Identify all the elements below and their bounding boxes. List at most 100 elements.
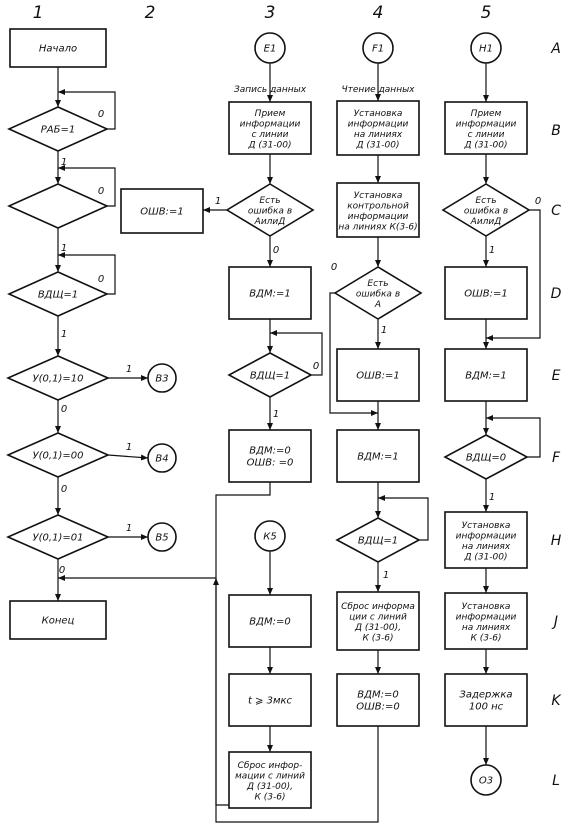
column-header: 3 [265, 3, 276, 23]
node-y01: У(0,1)=01 [6, 514, 110, 560]
node-text: В3 [155, 374, 168, 385]
node-box [336, 348, 420, 402]
node-text: АилиД [470, 217, 502, 227]
node-diamond [7, 183, 109, 229]
node-oshv_c2: ОШВ:=1 [120, 188, 204, 234]
node-text: на линиях К(3-6) [338, 222, 417, 232]
node-box [9, 600, 107, 640]
node-connector-circle [147, 363, 177, 393]
node-text: информации [348, 119, 409, 129]
edge-label-rab_yes: 1 [61, 157, 67, 168]
connector-8 [58, 165, 116, 207]
node-text: Установка [354, 109, 403, 119]
node-box [228, 673, 312, 727]
node-text: ВДМ:=1 [249, 289, 290, 300]
row-label: A [550, 41, 561, 57]
edge-label-c5_err_yes: 1 [489, 245, 495, 256]
section-label-read: Чтение данных [341, 85, 415, 95]
node-text: ошибка в [356, 290, 400, 300]
node-text: на линиях [354, 130, 403, 140]
node-connector-circle [147, 522, 177, 552]
node-text: Д (31-00) [463, 140, 507, 150]
edge-label-y00_yes: 1 [126, 442, 132, 453]
node-text: Прием [471, 109, 502, 119]
node-c3_vdsh: ВДЩ=1 [227, 352, 313, 398]
node-text: Д (31-00) [247, 140, 291, 150]
node-box [336, 100, 420, 156]
node-diamond [6, 432, 110, 478]
node-text: информации [348, 212, 409, 222]
node-h1: Н1 [470, 32, 502, 64]
edge-label-y10_yes: 1 [126, 364, 132, 375]
node-text: Есть [259, 196, 280, 206]
node-k5: К5 [254, 520, 286, 552]
row-label: L [552, 773, 560, 789]
node-text: А [374, 300, 381, 310]
node-c4_vdsh: ВДЩ=1 [335, 517, 421, 563]
node-diamond [7, 271, 109, 317]
node-text: Н1 [479, 44, 493, 55]
node-text: Сброс инфор- [238, 761, 303, 771]
node-text: информации [240, 119, 301, 129]
node-end: Конец [9, 600, 107, 640]
node-c3_vdm0b: ВДМ:=0 [228, 594, 312, 648]
node-c3_vdm1: ВДМ:=1 [228, 266, 312, 320]
node-text: Д (31-00), [246, 782, 293, 792]
edge-label-vdsh1_no: 0 [98, 274, 104, 285]
node-text: ВДЩ=1 [250, 371, 290, 382]
node-text: ВДМ:=0 [249, 446, 290, 457]
node-text: Есть [367, 279, 388, 289]
column-header: 5 [481, 3, 492, 23]
column-header: 2 [145, 3, 156, 23]
node-diamond [6, 514, 110, 560]
node-text: ВДМ:=0 [249, 617, 290, 628]
node-text: на линиях [462, 542, 511, 552]
node-text: контрольной [347, 201, 409, 211]
node-text: ОШВ:=1 [464, 289, 508, 300]
edge-label-c3_err_no: 0 [273, 245, 279, 256]
node-box [228, 266, 312, 320]
column-header: 1 [33, 3, 44, 23]
node-text: ОШВ:=0 [356, 702, 400, 713]
row-label: K [551, 693, 562, 709]
node-text: ВДЩ=1 [358, 536, 398, 547]
node-c5_vdsh: ВДЩ=0 [443, 434, 529, 480]
column-header: 4 [373, 3, 384, 23]
node-text: Установка [462, 521, 511, 531]
connector-9 [58, 252, 116, 295]
node-text: Д (31-00) [463, 552, 507, 562]
node-text: Д (31-00), [354, 623, 401, 633]
node-text: информации [456, 119, 517, 129]
node-text: ВДЩ=1 [38, 290, 78, 301]
node-y10: У(0,1)=10 [6, 355, 110, 401]
node-b5: В5 [147, 522, 177, 552]
node-diamond [7, 106, 109, 152]
connector-lines [55, 63, 541, 823]
node-text: с линии [468, 130, 505, 140]
node-diamond [333, 266, 423, 320]
node-connector-circle [147, 443, 177, 473]
node-box [120, 188, 204, 234]
node-diamond [335, 517, 421, 563]
node-connector-circle [470, 32, 502, 64]
node-box [336, 182, 420, 238]
node-text: Д (31-00) [355, 140, 399, 150]
node-text: К (3-6) [363, 633, 394, 643]
node-text: t ⩾ 3мкс [248, 696, 293, 707]
node-y00: У(0,1)=00 [6, 432, 110, 478]
node-diamond [227, 352, 313, 398]
node-empty [7, 183, 109, 229]
node-text: на линиях [462, 623, 511, 633]
node-text: ОШВ:=1 [140, 207, 184, 218]
node-text: ОШВ: =0 [247, 458, 294, 469]
node-start: Начало [9, 28, 107, 68]
node-box [444, 511, 528, 569]
node-text: Сброс информа [341, 602, 415, 612]
